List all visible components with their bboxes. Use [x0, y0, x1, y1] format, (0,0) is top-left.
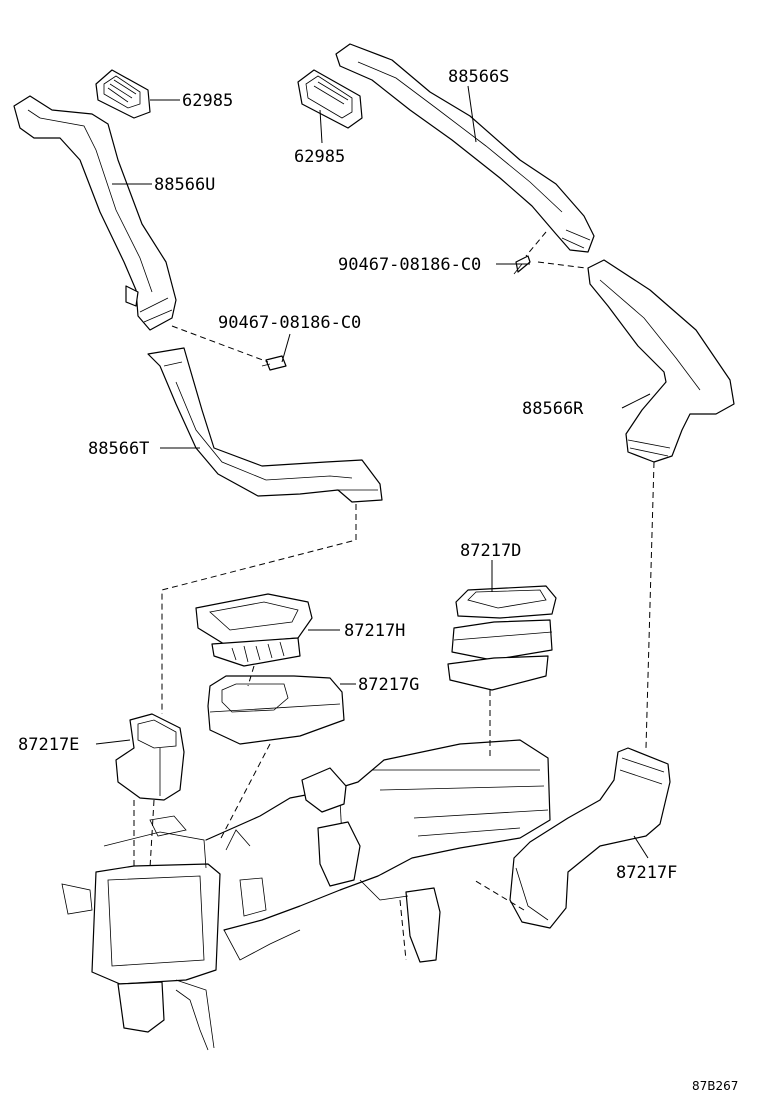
grille-62985-center[interactable] — [297, 69, 363, 144]
duct-88566S[interactable] — [335, 43, 595, 253]
label-87217H[interactable]: 87217H — [344, 621, 405, 641]
nozzle-87217F[interactable] — [509, 747, 671, 929]
hvac-assembly — [61, 739, 551, 1051]
duct-88566R[interactable] — [587, 259, 735, 463]
assembly-lines — [133, 231, 655, 961]
label-screw-left[interactable]: 90467-08186-C0 — [218, 313, 361, 333]
diagram-code: 87B267 — [692, 1079, 738, 1093]
label-88566U[interactable]: 88566U — [154, 175, 215, 195]
duct-88566U[interactable] — [13, 95, 177, 331]
grille-62985-left[interactable] — [95, 69, 151, 119]
screw-left[interactable] — [261, 355, 287, 371]
label-88566S[interactable]: 88566S — [448, 67, 509, 87]
screw-right[interactable] — [513, 255, 531, 275]
duct-88566T[interactable] — [147, 347, 383, 503]
label-87217F[interactable]: 87217F — [616, 863, 677, 883]
label-62985-left[interactable]: 62985 — [182, 91, 233, 111]
label-62985-center[interactable]: 62985 — [294, 147, 345, 167]
nozzle-87217G[interactable] — [207, 675, 345, 745]
label-screw-right[interactable]: 90467-08186-C0 — [338, 255, 481, 275]
label-87217G[interactable]: 87217G — [358, 675, 419, 695]
nozzle-87217H[interactable] — [195, 593, 313, 667]
label-87217D[interactable]: 87217D — [460, 541, 521, 561]
leader-lines — [95, 85, 651, 859]
part-labels: 62985 62985 88566S 88566U 90467-08186-C0… — [18, 67, 738, 1093]
label-87217E[interactable]: 87217E — [18, 735, 79, 755]
label-88566T[interactable]: 88566T — [88, 439, 149, 459]
nozzle-87217E[interactable] — [115, 713, 185, 801]
nozzle-87217D[interactable] — [447, 585, 557, 691]
label-88566R[interactable]: 88566R — [522, 399, 584, 419]
